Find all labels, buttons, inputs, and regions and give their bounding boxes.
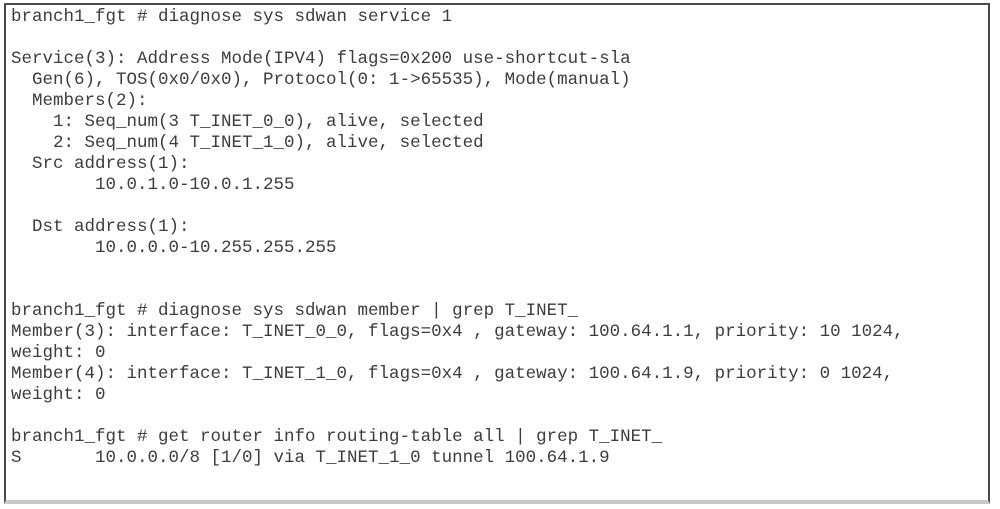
terminal-line: 2: Seq_num(4 T_INET_1_0), alive, selecte… <box>11 133 484 153</box>
cli-console: branch1_fgt # diagnose sys sdwan service… <box>4 3 990 504</box>
terminal-line: Dst address(1): <box>11 217 190 237</box>
terminal-line: branch1_fgt # diagnose sys sdwan service… <box>11 7 453 27</box>
terminal-line: 1: Seq_num(3 T_INET_0_0), alive, selecte… <box>11 112 484 132</box>
terminal-line: Src address(1): <box>11 154 190 174</box>
terminal-line: weight: 0 <box>11 385 106 405</box>
terminal-line: weight: 0 <box>11 343 106 363</box>
terminal-line <box>11 259 982 280</box>
terminal-line: Members(2): <box>11 91 148 111</box>
terminal-line <box>11 280 982 301</box>
terminal-line: branch1_fgt # get router info routing-ta… <box>11 427 663 447</box>
terminal-line: S 10.0.0.0/8 [1/0] via T_INET_1_0 tunnel… <box>11 448 610 468</box>
terminal-line <box>11 406 982 427</box>
terminal-line <box>11 28 982 49</box>
terminal-line <box>11 196 982 217</box>
terminal-line: 10.0.1.0-10.0.1.255 <box>11 175 295 195</box>
terminal-line: 10.0.0.0-10.255.255.255 <box>11 238 337 258</box>
terminal-line: branch1_fgt # diagnose sys sdwan member … <box>11 301 579 321</box>
terminal-line: Gen(6), TOS(0x0/0x0), Protocol(0: 1->655… <box>11 70 631 90</box>
terminal-line: Service(3): Address Mode(IPV4) flags=0x2… <box>11 49 631 69</box>
terminal-line: Member(3): interface: T_INET_0_0, flags=… <box>11 322 904 342</box>
terminal-line: Member(4): interface: T_INET_1_0, flags=… <box>11 364 894 384</box>
